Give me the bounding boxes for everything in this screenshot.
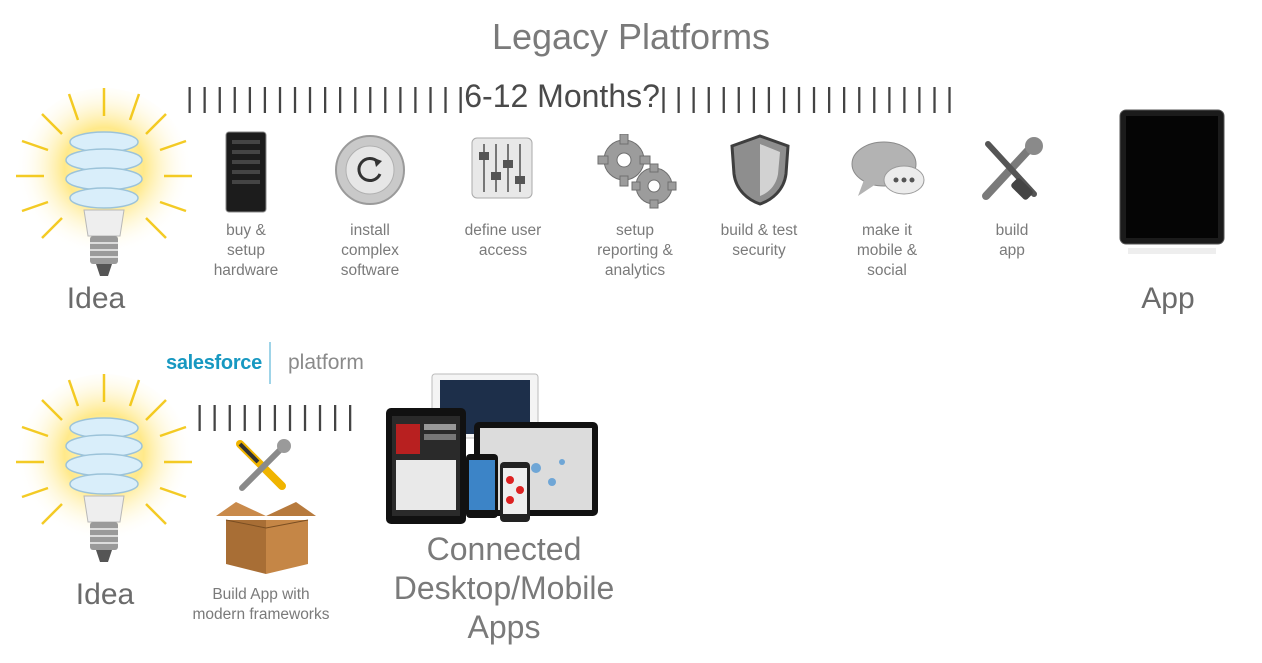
legacy-app-label: App — [1141, 282, 1195, 315]
gears-icon — [597, 134, 677, 209]
timeline-duration: 6-12 Months? — [464, 78, 660, 114]
tools-icon — [982, 137, 1043, 200]
tools-icon — [236, 439, 291, 491]
step-label-security: build & test security — [720, 222, 798, 259]
devices-collage — [386, 373, 598, 524]
timeline-ticks-left: | | | | | | | | | | | | | | | | | | | — [186, 82, 465, 113]
step-label-reporting: setup reporting & analytics — [597, 222, 673, 279]
lightbulb-icon — [16, 374, 192, 562]
light-rays — [16, 374, 192, 550]
light-rays — [16, 88, 192, 264]
connected-apps-label: Connected Desktop/Mobile Apps — [393, 531, 615, 645]
page-title: Legacy Platforms — [491, 16, 771, 57]
lightbulb-icon — [16, 88, 192, 276]
chat-bubble-icon — [851, 141, 925, 196]
step-label-mobile-social: make it mobile & social — [856, 222, 918, 279]
install-disc-icon — [335, 135, 405, 205]
platform-text: platform — [288, 351, 364, 374]
box-icon — [216, 502, 316, 574]
platform-timeline: | | | | | | | | | | | — [196, 400, 354, 431]
sliders-icon — [471, 137, 533, 199]
step-label-software: install complex software — [340, 222, 400, 279]
shield-icon — [730, 134, 790, 206]
salesforce-logo: salesforce — [166, 352, 262, 374]
tablet-icon — [1119, 109, 1225, 254]
legacy-timeline: | | | | | | | | | | | | | | | | | | |6-1… — [186, 78, 953, 115]
server-icon — [225, 131, 267, 213]
divider-icon — [269, 342, 271, 384]
step-label-build-app: build app — [995, 222, 1029, 259]
build-app-label: Build App with modern frameworks — [192, 586, 330, 623]
legacy-idea-label: Idea — [66, 282, 126, 315]
step-label-user-access: define user access — [464, 222, 542, 259]
step-label-hardware: buy & setup hardware — [213, 222, 279, 279]
timeline-ticks-right: | | | | | | | | | | | | | | | | | | | | — [659, 82, 954, 113]
platform-idea-label: Idea — [75, 578, 135, 611]
